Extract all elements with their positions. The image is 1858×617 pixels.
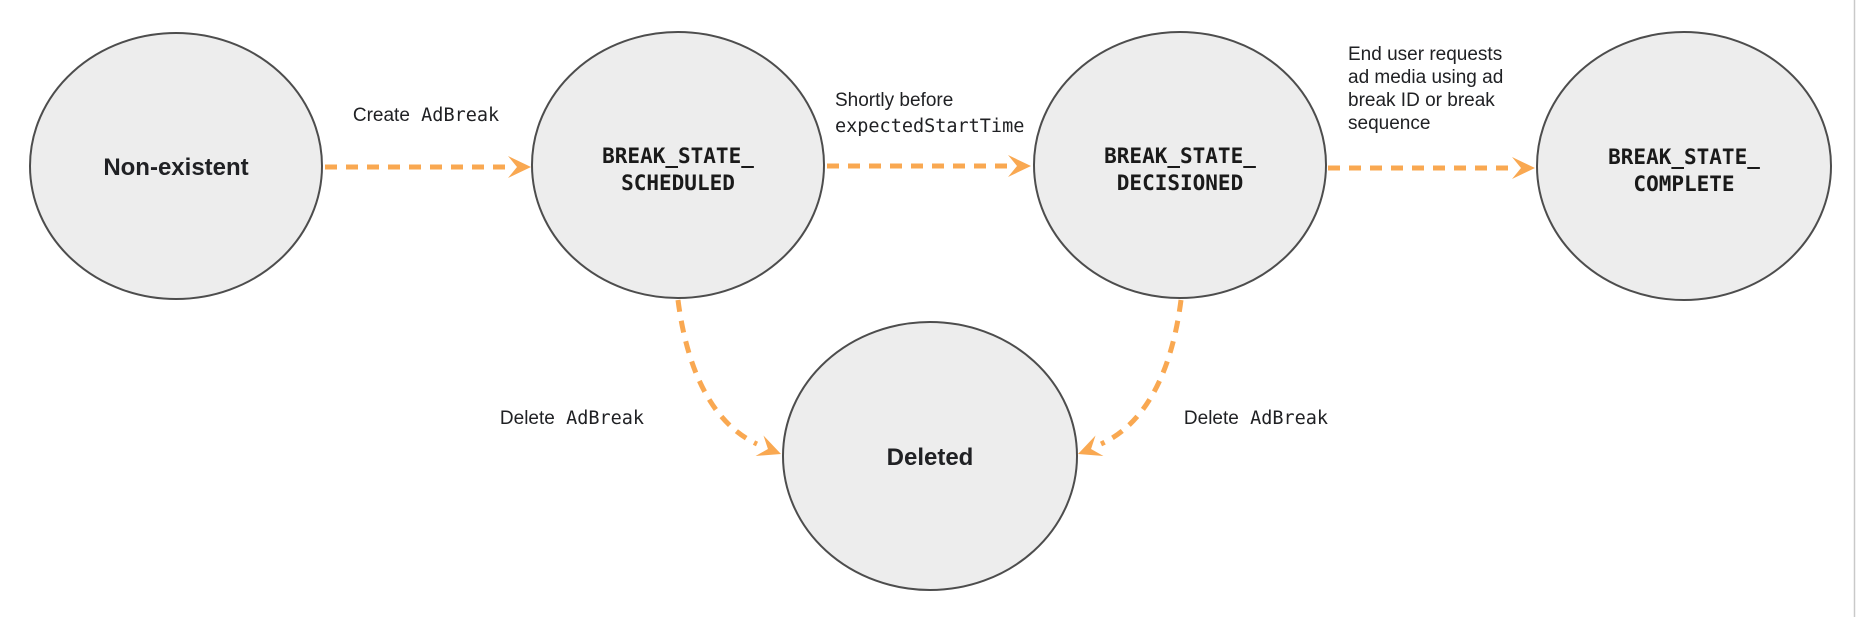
arrowhead-icon	[508, 156, 531, 178]
arrowhead-icon	[1008, 155, 1031, 177]
transition-delete-adbreak-right: Delete AdBreak	[1078, 299, 1328, 457]
label-code-text: AdBreak	[1250, 408, 1328, 429]
state-circle	[782, 321, 1078, 591]
transition-delete-adbreak-right-path	[1099, 299, 1184, 447]
transition-delete-adbreak-right-label: Delete AdBreak	[1184, 408, 1328, 429]
arrowhead-icon	[1078, 435, 1104, 457]
arrowhead-icon	[755, 435, 781, 457]
state-label-break-state-complete-line1: BREAK_STATE_	[1608, 145, 1760, 169]
state-circle	[29, 32, 323, 300]
transition-end-user-requests-label-line2: ad media using ad	[1348, 67, 1503, 88]
state-circle	[1033, 31, 1327, 299]
state-label-break-state-scheduled-line2: SCHEDULED	[621, 171, 735, 195]
arrowhead-icon	[1512, 157, 1535, 179]
state-circle	[1536, 31, 1832, 301]
transition-end-user-requests-label-line4: sequence	[1348, 113, 1430, 134]
state-label-deleted: Deleted	[887, 444, 974, 471]
transition-end-user-requests-label-line1: End user requests	[1348, 44, 1502, 65]
label-plain-text: Delete	[1184, 408, 1239, 429]
transition-shortly-before-label-line2: expectedStartTime	[835, 116, 1024, 137]
transition-shortly-before: Shortly before expectedStartTime	[827, 90, 1031, 177]
state-label-non-existent: Non-existent	[103, 154, 248, 181]
transition-create-adbreak: Create AdBreak	[325, 105, 531, 178]
state-node-deleted: Deleted	[782, 321, 1078, 591]
transition-end-user-requests-label-line3: break ID or break	[1348, 90, 1495, 111]
state-node-break-state-decisioned: BREAK_STATE_ DECISIONED	[1033, 31, 1327, 299]
label-plain-text: Delete	[500, 408, 555, 429]
state-node-non-existent: Non-existent	[29, 32, 323, 300]
transition-end-user-requests: End user requests ad media using ad brea…	[1328, 44, 1535, 179]
transition-delete-adbreak-left-path	[675, 299, 759, 447]
label-code-text: AdBreak	[566, 408, 644, 429]
transition-shortly-before-label-line1: Shortly before	[835, 90, 953, 111]
state-label-break-state-decisioned-line2: DECISIONED	[1117, 171, 1243, 195]
state-node-break-state-scheduled: BREAK_STATE_ SCHEDULED	[531, 31, 825, 299]
state-label-break-state-decisioned-line1: BREAK_STATE_	[1104, 144, 1256, 168]
transition-delete-adbreak-left: Delete AdBreak	[500, 299, 781, 457]
transition-create-adbreak-label: Create AdBreak	[353, 105, 499, 126]
label-code-text: AdBreak	[421, 105, 499, 126]
state-label-break-state-complete-line2: COMPLETE	[1633, 172, 1734, 196]
transition-delete-adbreak-left-label: Delete AdBreak	[500, 408, 644, 429]
state-node-break-state-complete: BREAK_STATE_ COMPLETE	[1536, 31, 1832, 301]
state-circle	[531, 31, 825, 299]
label-plain-text: Create	[353, 105, 410, 126]
state-label-break-state-scheduled-line1: BREAK_STATE_	[602, 144, 754, 168]
